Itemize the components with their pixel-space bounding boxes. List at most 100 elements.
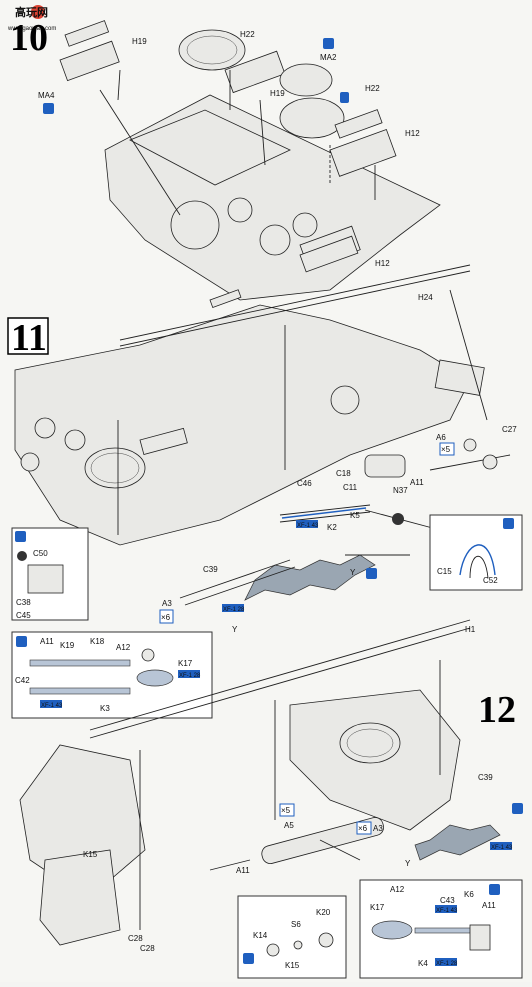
- paint-badge: [296, 520, 318, 528]
- step-number-11: 11: [11, 317, 47, 359]
- paint-badge: [40, 700, 62, 708]
- label-A12: A12: [390, 885, 405, 894]
- label-C27: C27: [502, 425, 517, 434]
- step-box-11: [7, 317, 49, 355]
- step11-hull: [14, 264, 485, 546]
- quantity-x5: ×5: [441, 445, 451, 454]
- quantity-x6: ×6: [358, 824, 368, 833]
- quantity-x5: ×5: [281, 806, 291, 815]
- label-H12: H12: [375, 259, 390, 268]
- label-N37: N37: [393, 486, 408, 495]
- step11-track-links: [179, 554, 376, 606]
- label-H19: H19: [132, 37, 147, 46]
- quantity-badge: [356, 821, 372, 835]
- site-watermark: 高玩网 www.gaowan.com: [7, 5, 56, 32]
- label-K3: K3: [100, 704, 110, 713]
- watermark-url: www.gaowan.com: [7, 26, 56, 32]
- paint-code: XF-1 43: [436, 908, 458, 914]
- label-MA4: MA4: [38, 91, 55, 100]
- label-A5: A5: [284, 821, 294, 830]
- label-C42: C42: [15, 676, 30, 685]
- watermark-site: 高玩网: [15, 5, 48, 19]
- paint-icon: [340, 92, 349, 103]
- label-K5: K5: [350, 511, 360, 520]
- label-Y: Y: [405, 859, 411, 868]
- label-K14: K14: [253, 931, 268, 940]
- label-C28: C28: [128, 934, 143, 943]
- glue-icon: [15, 531, 26, 542]
- label-A11: A11: [40, 637, 54, 646]
- marker-icon: [43, 103, 54, 114]
- label-C39: C39: [203, 565, 218, 574]
- h-marker-icon: [17, 551, 27, 561]
- paint-badge: [435, 905, 457, 913]
- label-H12: H12: [405, 129, 420, 138]
- label-C50: C50: [33, 549, 48, 558]
- paint-badge: [490, 842, 512, 850]
- paint-badge: [435, 958, 457, 966]
- paint-badge: [222, 604, 244, 612]
- step10-hull-top: [104, 94, 441, 309]
- label-C46: C46: [297, 479, 312, 488]
- glue-icon: [512, 803, 523, 814]
- label-A3: A3: [162, 599, 172, 608]
- step11-suspension: [279, 438, 511, 523]
- quantity-badge: [159, 609, 174, 624]
- label-H19: H19: [270, 89, 285, 98]
- label-K17: K17: [178, 659, 193, 668]
- step-number-12: 12: [478, 689, 516, 731]
- label-H1: H1: [465, 625, 476, 634]
- label-Y: Y: [350, 568, 356, 577]
- paint-code: XF-1 28: [223, 607, 245, 613]
- label-K15: K15: [285, 961, 300, 970]
- paint-badge: [178, 670, 200, 678]
- label-C52: C52: [483, 576, 498, 585]
- label-MA2: MA2: [320, 53, 337, 62]
- label-C28: C28: [140, 944, 155, 953]
- glue-icon: [489, 884, 500, 895]
- paint-code: XF-1 43: [41, 703, 63, 709]
- glue-icon: [366, 568, 377, 579]
- glue-icon: [243, 953, 254, 964]
- label-K17: K17: [370, 903, 385, 912]
- label-A11: A11: [482, 901, 496, 910]
- label-A6: A6: [436, 433, 446, 442]
- paint-code: XF-1 28: [179, 673, 201, 679]
- label-K15: K15: [83, 850, 98, 859]
- step10-parts: [59, 20, 397, 273]
- step12-hull: [19, 619, 501, 946]
- label-C43: C43: [440, 896, 455, 905]
- step-number-10: 10: [10, 17, 48, 59]
- step10-arrows: [99, 69, 376, 216]
- label-S6: S6: [291, 920, 301, 929]
- label-K20: K20: [316, 908, 331, 917]
- label-C38: C38: [16, 598, 31, 607]
- label-C45: C45: [16, 611, 31, 620]
- paint-code: XF-1 28: [436, 961, 458, 967]
- label-K6: K6: [464, 890, 474, 899]
- label-H22: H22: [365, 84, 380, 93]
- label-A3: A3: [373, 824, 383, 833]
- quantity-badge: [439, 442, 455, 456]
- step12-arrows: [139, 660, 441, 930]
- label-C15: C15: [437, 567, 452, 576]
- label-K2: K2: [327, 523, 337, 532]
- quantity-badge: [279, 803, 295, 817]
- glue-icon: [503, 518, 514, 529]
- label-A12: A12: [116, 643, 131, 652]
- label-H22: H22: [240, 30, 255, 39]
- label-A11: A11: [410, 478, 424, 487]
- paint-code: XF-1 43: [297, 523, 319, 529]
- label-C18: C18: [336, 469, 351, 478]
- label-C39: C39: [478, 773, 493, 782]
- glue-icon: [16, 636, 27, 647]
- label-Y: Y: [232, 625, 238, 634]
- label-C11: C11: [343, 483, 358, 492]
- label-K19: K19: [60, 641, 75, 650]
- label-K18: K18: [90, 637, 105, 646]
- paint-code: XF-1 43: [491, 845, 513, 851]
- label-A11: A11: [236, 866, 250, 875]
- h-marker-icon: [392, 513, 404, 525]
